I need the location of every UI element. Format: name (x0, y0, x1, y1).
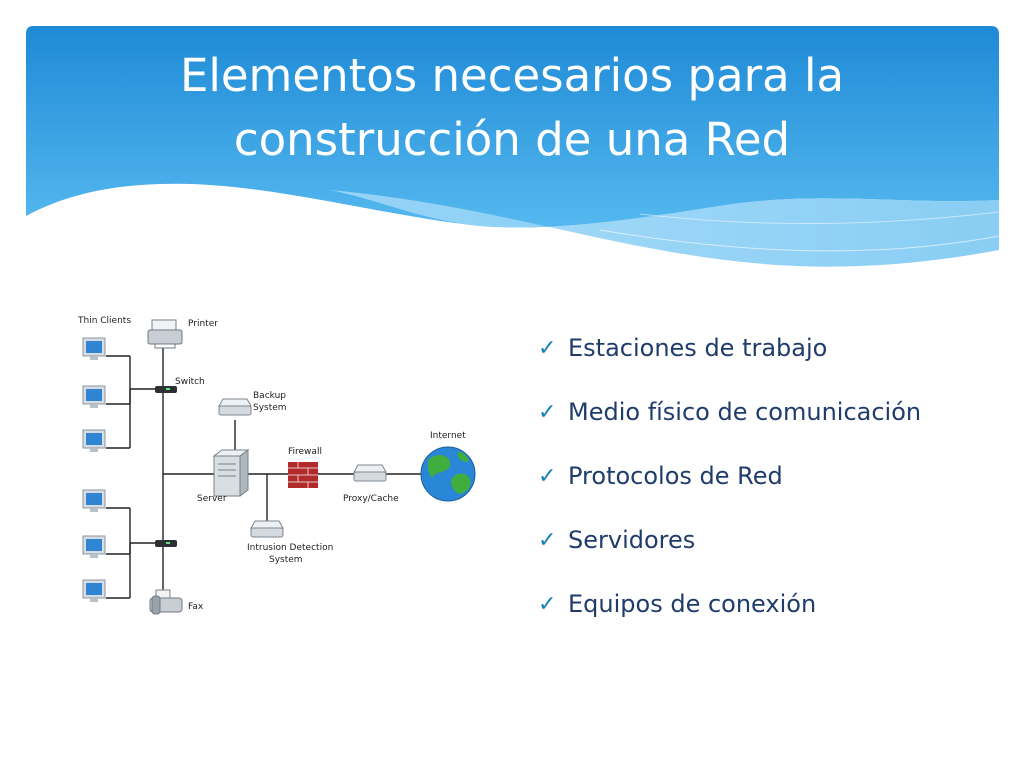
check-icon: ✓ (538, 591, 557, 617)
label-ids: Intrusion Detection (247, 543, 333, 553)
bullet-item: ✓ Equipos de conexión (538, 572, 921, 636)
check-icon: ✓ (538, 335, 557, 361)
firewall-icon (288, 462, 318, 488)
thin-client-icon (82, 385, 106, 409)
bullet-text: Protocolos de Red (568, 462, 783, 490)
label-ids-system: System (269, 555, 303, 565)
bullet-item: ✓ Estaciones de trabajo (538, 316, 921, 380)
title-line-2: construcción de una Red (233, 113, 791, 166)
bullet-item: ✓ Medio físico de comunicación (538, 380, 921, 444)
switch-icon (155, 540, 177, 547)
proxy-disk-icon (353, 464, 387, 482)
label-firewall: Firewall (288, 447, 322, 457)
thin-client-icon (82, 579, 106, 603)
slide-title: Elementos necesarios para la construcció… (0, 44, 1024, 172)
label-backup: Backup (253, 391, 286, 401)
header-banner (26, 26, 1000, 267)
thin-client-icon (82, 337, 106, 361)
bullet-text: Equipos de conexión (568, 590, 817, 618)
check-icon: ✓ (538, 527, 557, 553)
label-internet: Internet (430, 431, 466, 441)
bullet-text: Estaciones de trabajo (568, 334, 828, 362)
bullet-item: ✓ Servidores (538, 508, 921, 572)
bullet-text: Servidores (568, 526, 696, 554)
server-icon (212, 449, 250, 497)
header-wave-line (599, 229, 1000, 252)
fax-icon (149, 589, 183, 615)
label-proxy: Proxy/Cache (343, 494, 399, 504)
network-diagram: Thin Clients Printer Switch Backup Syste… (77, 316, 476, 615)
label-server: Server (197, 494, 227, 504)
switch-icon (155, 386, 177, 393)
label-printer: Printer (188, 319, 218, 329)
label-backup-system: System (253, 403, 287, 413)
ids-disk-icon (250, 520, 284, 538)
label-fax: Fax (188, 602, 204, 612)
thin-client-icon (82, 535, 106, 559)
header-wave-line (639, 211, 1000, 225)
printer-icon (147, 319, 183, 349)
check-icon: ✓ (538, 399, 557, 425)
header-wave (330, 190, 999, 267)
globe-icon (420, 446, 476, 502)
label-thin-clients: Thin Clients (77, 316, 131, 326)
title-line-1: Elementos necesarios para la (179, 49, 845, 102)
backup-disk-icon (218, 398, 252, 416)
label-switch: Switch (175, 377, 205, 387)
bullet-list: ✓ Estaciones de trabajo ✓ Medio físico d… (538, 316, 921, 636)
bullet-item: ✓ Protocolos de Red (538, 444, 921, 508)
thin-client-icon (82, 429, 106, 453)
check-icon: ✓ (538, 463, 557, 489)
header-background (26, 26, 999, 228)
bullet-text: Medio físico de comunicación (568, 398, 922, 426)
thin-client-icon (82, 489, 106, 513)
